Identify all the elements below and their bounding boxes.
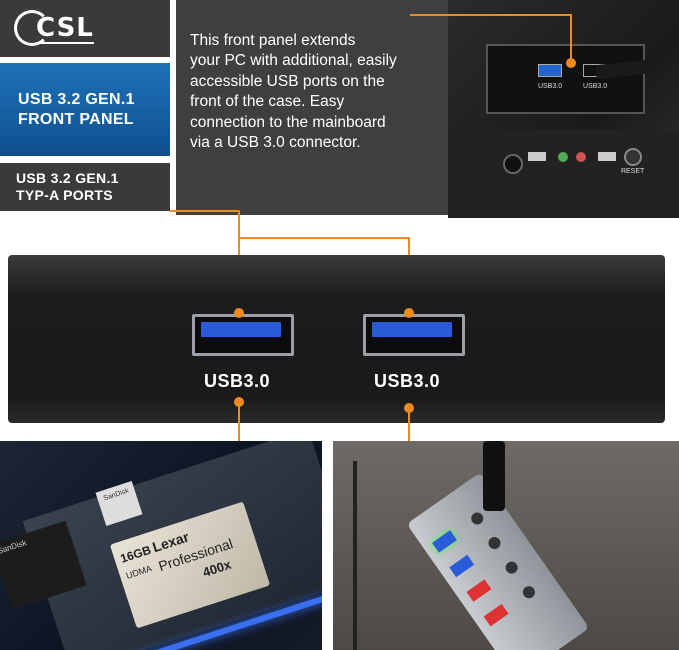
callout-dot-port-right xyxy=(404,308,414,318)
ports-label-line1: USB 3.2 GEN.1 xyxy=(16,170,119,186)
hub-port-4 xyxy=(483,603,509,627)
logo-underline xyxy=(36,42,94,44)
logo-text: CSL xyxy=(36,13,94,43)
cf-card-type: UDMA xyxy=(124,563,154,581)
hub-switch-2 xyxy=(486,534,503,552)
hub-switch-3 xyxy=(503,559,521,576)
callout-line-ports-h2 xyxy=(238,237,410,239)
hub-switch-1 xyxy=(468,510,486,527)
case-front-io: RESET xyxy=(448,130,679,218)
cable xyxy=(353,461,357,650)
hub-port-3 xyxy=(466,579,492,602)
reset-button-icon xyxy=(624,148,642,166)
hub-port-2 xyxy=(449,554,475,578)
usb-port-right-contacts xyxy=(372,322,452,337)
cf-card-capacity: 16GB xyxy=(118,542,153,566)
front-usb2-port-2 xyxy=(598,152,616,161)
brand-logo-box: CSL xyxy=(0,0,170,57)
ports-label-line2: TYP-A PORTS xyxy=(16,187,113,203)
usb-plug xyxy=(483,441,505,511)
front-usb2-port xyxy=(528,152,546,161)
product-title-line2: FRONT PANEL xyxy=(18,110,134,128)
callout-line-ports-h xyxy=(170,210,240,212)
product-title: USB 3.2 GEN.1 FRONT PANEL xyxy=(18,90,135,130)
usb-port-right xyxy=(363,314,465,356)
micro-sd-label: SanDisk xyxy=(102,487,130,503)
case-port1-label: USB3.0 xyxy=(538,83,563,90)
hub-switch-4 xyxy=(520,583,538,601)
case-port2-label: USB3.0 xyxy=(583,83,608,90)
description-paragraph-1: This front panel extends your PC with ad… xyxy=(190,31,397,152)
callout-dot-port-left xyxy=(234,308,244,318)
usb-port-left xyxy=(192,314,294,356)
ports-label-box: USB 3.2 GEN.1 TYP-A PORTS xyxy=(0,163,170,211)
case-usb-port-1 xyxy=(538,64,562,77)
usb-hub-photo xyxy=(333,441,679,650)
usb-stick xyxy=(595,58,657,80)
product-title-line1: USB 3.2 GEN.1 xyxy=(18,90,135,108)
power-jack-icon xyxy=(503,154,523,174)
reset-label: RESET xyxy=(621,168,645,175)
description-text: This front panel extends your PC with ad… xyxy=(190,10,401,276)
usb-port-right-label: USB3.0 xyxy=(374,371,441,391)
callout-line-case-h xyxy=(410,14,572,16)
ports-label: USB 3.2 GEN.1 TYP-A PORTS xyxy=(16,170,119,204)
callout-line-right-down xyxy=(408,408,410,468)
product-title-box: USB 3.2 GEN.1 FRONT PANEL xyxy=(0,63,170,156)
usb-port-left-contacts xyxy=(201,322,281,337)
mic-jack-icon xyxy=(576,152,586,162)
hub-port-1 xyxy=(432,530,457,553)
drive-bay: USB3.0 USB3.0 xyxy=(486,44,657,114)
cf-card-speed: 400x xyxy=(200,556,233,580)
callout-dot-case xyxy=(566,58,576,68)
usb-port-left-label: USB3.0 xyxy=(204,371,271,391)
description-paragraph-2: Backwards compatible with USB 2.0 & USB … xyxy=(190,215,402,254)
audio-jack-icon xyxy=(558,152,568,162)
logo-ring-icon xyxy=(14,10,50,46)
card-reader-photo: Lexar Professional 400x 16GB UDMA SanDis… xyxy=(0,441,322,650)
sd-card-label: SanDisk xyxy=(0,538,28,556)
callout-line-left-down xyxy=(238,402,240,462)
description-box: This front panel extends your PC with ad… xyxy=(176,0,448,253)
callout-line-case-v xyxy=(570,14,572,62)
pc-case-photo: USB3.0 USB3.0 RESET xyxy=(448,0,679,218)
front-panel: USB3.0 USB3.0 xyxy=(8,255,665,423)
